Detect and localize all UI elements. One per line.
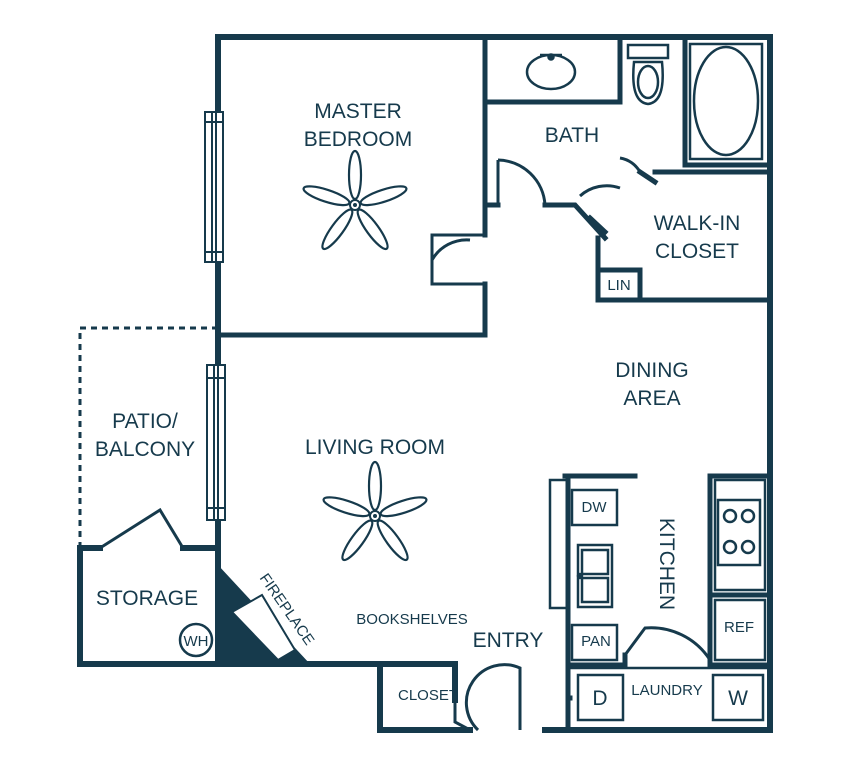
door-swing-icon — [99, 156, 712, 732]
patio-outline — [78, 326, 218, 548]
label-entry: ENTRY — [473, 629, 544, 652]
label-dw: DW — [582, 499, 608, 516]
laundry-appliances — [568, 666, 770, 722]
label-dining-2: AREA — [623, 387, 680, 410]
ceiling-fan-icon — [320, 460, 430, 565]
water-heater-icon — [178, 622, 214, 658]
label-walk-in-closet-2: CLOSET — [655, 240, 739, 263]
label-living-room: LIVING ROOM — [305, 436, 445, 459]
toilet-icon — [626, 43, 670, 106]
label-laundry: LAUNDRY — [631, 682, 702, 699]
label-kitchen: KITCHEN — [655, 518, 678, 610]
label-dining-1: DINING — [615, 359, 689, 382]
label-bookshelves: BOOKSHELVES — [356, 611, 467, 628]
label-ref: REF — [724, 619, 754, 636]
label-patio-1: PATIO/ — [112, 410, 178, 433]
ceiling-fan-icon — [300, 149, 410, 254]
bathtub-icon — [688, 42, 764, 161]
label-bath: BATH — [545, 124, 599, 147]
interior-walls — [215, 34, 773, 733]
label-master-bedroom-1: MASTER — [314, 100, 402, 123]
double-sink-icon — [576, 543, 614, 609]
label-pan: PAN — [581, 633, 611, 650]
kitchen-counter — [548, 478, 767, 662]
window-icon — [204, 111, 226, 521]
label-storage: STORAGE — [96, 587, 198, 610]
label-wh: WH — [184, 633, 209, 650]
label-patio-2: BALCONY — [95, 438, 195, 461]
label-dryer: D — [592, 687, 607, 710]
sink-icon — [525, 53, 577, 91]
label-lin: LIN — [607, 277, 630, 294]
label-washer: W — [728, 687, 748, 710]
label-master-bedroom-2: BEDROOM — [304, 128, 413, 151]
label-closet: CLOSET — [398, 687, 458, 704]
stove-icon — [716, 498, 762, 567]
fireplace — [218, 565, 310, 664]
label-walk-in-closet-1: WALK-IN — [654, 212, 741, 235]
